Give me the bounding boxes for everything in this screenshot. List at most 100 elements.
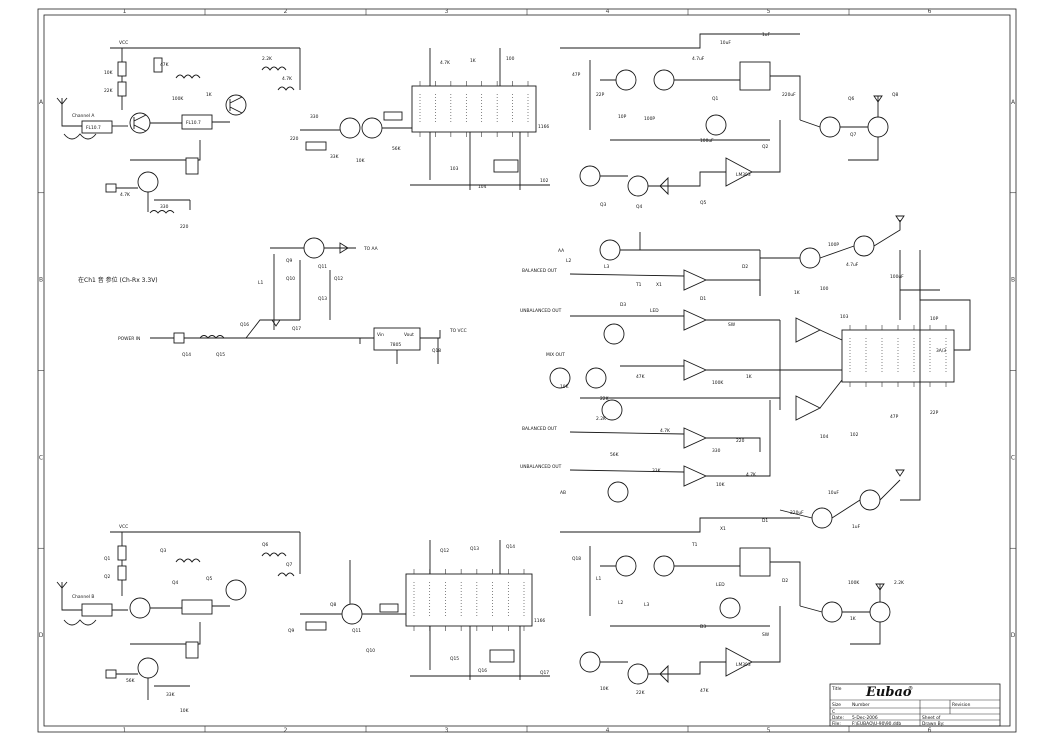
to-aa-label: TO AA	[363, 246, 378, 252]
led-a	[873, 95, 883, 103]
component-value-label: 10K	[356, 158, 365, 164]
date-value: 5-Dec-2006	[852, 715, 878, 721]
zone-column-label: 6	[928, 727, 932, 734]
component-value-label: 56K	[392, 146, 401, 152]
ic-mc3361-b	[405, 573, 533, 627]
vcc-label-a1: VCC	[119, 40, 128, 46]
zone-row-label: D	[1011, 632, 1016, 639]
component-value-label: 2.2K	[262, 56, 272, 62]
size-value: C	[832, 709, 835, 715]
component-value-label: 330	[310, 114, 319, 120]
component-value-label: Q3	[600, 202, 606, 208]
opamp-label-b: LM393	[736, 662, 751, 668]
zone-row-label: A	[1011, 99, 1016, 106]
component-value-label: 4.7K	[440, 60, 450, 66]
component-value-label: Q8	[330, 602, 336, 608]
opamp-4	[683, 427, 708, 449]
component-value-label: 1K	[850, 616, 856, 622]
component-value-label: 47P	[890, 414, 899, 420]
mixer-section: AA BALANCED OUT UNBALANCED OUT MIX OUT B…	[520, 215, 971, 529]
audio-channel-a: LM393	[560, 33, 889, 197]
transistor-q2	[225, 94, 247, 116]
component-value-label: 220uF	[782, 92, 796, 98]
component-value-label: X1	[720, 526, 726, 532]
transistor-q15	[603, 323, 625, 345]
antenna-icon	[56, 97, 68, 118]
ceramic-filter	[305, 141, 327, 151]
ic-if-label-b: 1166	[534, 618, 545, 624]
component-value-label: 100P	[644, 116, 655, 122]
regulator-out-label: Vout	[404, 332, 414, 338]
component-value-label: 47P	[572, 72, 581, 78]
transistor-q9	[579, 165, 601, 187]
zone-row-label: A	[39, 99, 44, 106]
component-value-label: 10P	[618, 114, 627, 120]
transistor-q11	[819, 116, 841, 138]
component-value-label: 47K	[636, 374, 645, 380]
transistor-q33	[821, 601, 843, 623]
resistor	[117, 565, 127, 581]
component-value-label: 10K	[180, 708, 189, 714]
component-value-label: 100K	[172, 96, 183, 102]
component-value-label: 100uF	[890, 274, 904, 280]
component-value-label: 10K	[104, 70, 113, 76]
quad-coil	[493, 159, 519, 173]
component-value-label: Q6	[262, 542, 268, 548]
component-value-label: Q15	[450, 656, 459, 662]
zone-column-label: 4	[606, 8, 610, 15]
mixer-block	[181, 599, 213, 615]
transistor-q17	[585, 367, 607, 389]
file-label: File:	[832, 721, 841, 727]
title-block: Eubao ® Title Size Number Revision C Dat…	[829, 683, 1001, 727]
crystal-x1	[105, 183, 117, 193]
transistor-q27	[137, 657, 159, 679]
component-value-labels: 10K22K47K100K1K2.2K4.7K33022056K33K10K4.…	[104, 32, 939, 714]
vcc-label-b1: VCC	[119, 524, 128, 530]
component-value-label: Q9	[286, 258, 292, 264]
component-value-label: LED	[716, 582, 725, 588]
input-filter	[81, 603, 113, 617]
mix-out-label: MIX OUT	[546, 352, 565, 358]
channel-b-label: Channel B	[72, 594, 94, 600]
transistor-q3	[339, 117, 361, 139]
transistor-q25	[225, 579, 247, 601]
component-value-label: L3	[604, 264, 609, 270]
component-value-label: 2.2K	[894, 580, 904, 586]
component-value-label: 22P	[930, 410, 939, 416]
component-value-label: 10uF	[720, 40, 731, 46]
input-filter	[81, 120, 113, 134]
channel-a-label: Channel A	[72, 113, 94, 119]
component-value-label: 22P	[596, 92, 605, 98]
component-value-label: 47K	[700, 688, 709, 694]
note-text: 在Ch1 音 参位 (Ch-Rx 3.3V)	[78, 276, 158, 284]
coil-l1	[175, 74, 201, 79]
opamp-block-a	[739, 61, 771, 91]
audio-channel-b: LM393	[560, 517, 891, 685]
coil-l5	[261, 552, 287, 557]
opamp-label-a: LM393	[736, 172, 751, 178]
balanced-out-label-2: BALANCED OUT	[522, 426, 557, 432]
title-label: Title	[831, 686, 842, 692]
receiver-channel-b: Channel B VCC 1166	[56, 524, 550, 700]
component-value-label: 4.7uF	[846, 262, 859, 268]
component-value-label: Q13	[470, 546, 479, 552]
component-value-label: L1	[596, 576, 601, 582]
component-value-label: Q17	[292, 326, 301, 332]
component-value-label: 10P	[930, 316, 939, 322]
component-value-label: 102	[850, 432, 859, 438]
zone-column-label: 3	[445, 8, 449, 15]
transistor-q10	[627, 175, 649, 197]
component-value-label: 4.7K	[746, 472, 756, 478]
zone-column-label: 2	[284, 8, 288, 15]
transistor-q6	[615, 69, 637, 91]
zone-row-label: C	[1011, 454, 1015, 461]
component-value-label: 4.7K	[120, 192, 130, 198]
component-value-label: 33K	[166, 692, 175, 698]
zone-row-label: B	[1011, 277, 1015, 284]
number-label: Number	[852, 702, 870, 708]
transistor-q22	[811, 507, 833, 529]
component-value-label: Q7	[850, 132, 856, 138]
component-value-label: 2.2K	[596, 416, 606, 422]
component-value-label: Q16	[240, 322, 249, 328]
transistor-q4	[361, 117, 383, 139]
